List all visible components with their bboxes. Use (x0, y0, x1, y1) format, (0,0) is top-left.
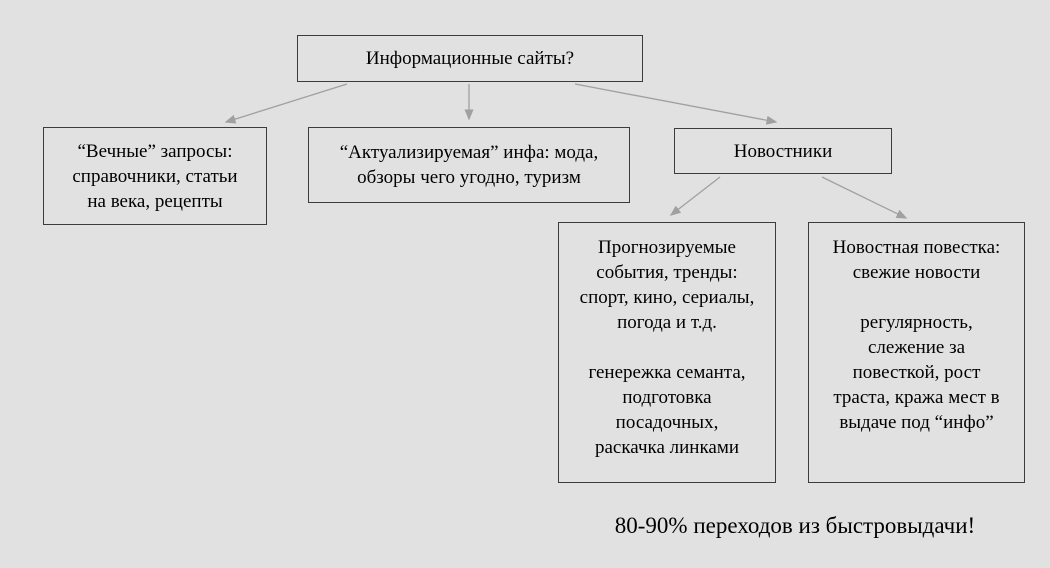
node-line: обзоры чего угодно, туризм (357, 167, 581, 188)
node-line: свежие новости (852, 262, 981, 283)
node-line: “Вечные” запросы: (77, 140, 233, 162)
node-refreshed-info: “Актуализируемая” инфа: мода, обзоры чег… (308, 127, 630, 203)
node-predictable-events: Прогнозируемые события, тренды: спорт, к… (558, 222, 776, 483)
node-line: слежение за (867, 337, 966, 358)
node-line: регулярность, (860, 312, 973, 333)
node-line: погода и т.д. (617, 312, 717, 333)
node-news-sites-label: Новостники (733, 140, 833, 162)
node-line: раскачка линками (594, 437, 740, 458)
node-line: Прогнозируемые (597, 237, 736, 258)
node-line: генережка семанта, (588, 362, 746, 383)
node-news-sites: Новостники (674, 128, 892, 174)
arrow-news-to-agenda (821, 176, 908, 219)
node-line: подготовка (622, 387, 712, 408)
node-informational-sites-label: Информационные сайты? (365, 48, 575, 69)
node-line: повесткой, рост (852, 362, 981, 383)
node-line: траста, кража мест в (833, 387, 1000, 408)
arrow-root-to-news (574, 83, 778, 125)
node-line: на века, рецепты (87, 190, 223, 212)
node-line: спорт, кино, сериалы, (579, 287, 755, 308)
node-news-agenda: Новостная повестка: свежие новости регул… (808, 222, 1025, 483)
caption-fast-serp-traffic: 80-90% переходов из быстровыдачи! (614, 513, 976, 538)
node-line: события, тренды: (596, 262, 738, 283)
node-line-spacer (809, 285, 1024, 310)
node-line: посадочных, (615, 412, 719, 433)
node-evergreen-queries: “Вечные” запросы: справочники, статьи на… (43, 127, 267, 225)
node-line: справочники, статьи (72, 165, 238, 187)
node-line: “Актуализируемая” инфа: мода, (339, 142, 599, 163)
node-line: Новостная повестка: (832, 237, 1001, 258)
node-line: выдаче под “инфо” (839, 412, 994, 433)
arrow-root-to-evergreen (224, 83, 348, 124)
node-line-spacer (559, 335, 775, 360)
node-informational-sites: Информационные сайты? (297, 35, 643, 82)
arrow-news-to-predictable (669, 176, 721, 216)
